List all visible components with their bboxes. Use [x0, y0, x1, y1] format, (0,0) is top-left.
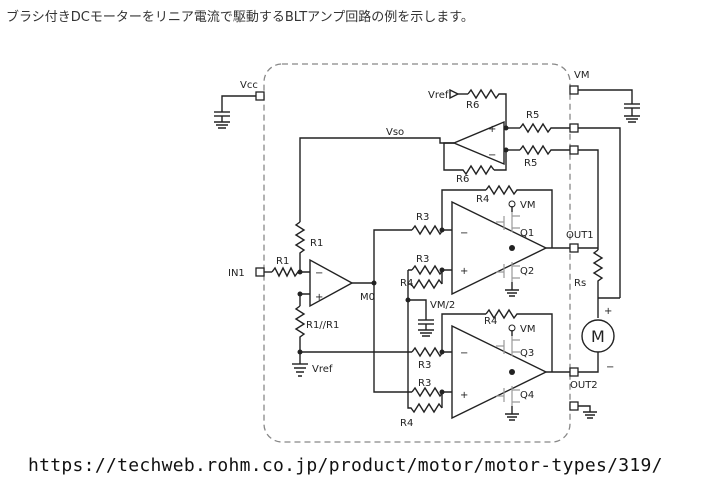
r1-top-resistor: [294, 221, 306, 272]
r5-bottom-label: R5: [524, 158, 537, 169]
r1r1-resistor: [294, 305, 306, 352]
out1-label: OUT1: [566, 230, 594, 241]
vso-label: Vso: [386, 127, 404, 138]
r1-top-label: R1: [310, 238, 323, 249]
r3-b-label: R3: [416, 254, 429, 265]
vso-opamp-plus: +: [488, 124, 496, 135]
vso-opamp-minus: −: [488, 150, 496, 161]
r6-bottom-resistor: [443, 142, 495, 176]
vm-pin-label: VM: [574, 70, 589, 81]
ic-boundary: [263, 63, 571, 443]
r5-top-resistor: [519, 122, 570, 134]
r6-bottom-label: R6: [456, 174, 469, 185]
r3-d-label: R3: [418, 378, 431, 389]
vm-q3-node: [508, 324, 516, 332]
r4-c-resistor: [485, 308, 553, 372]
in1-label: IN1: [228, 268, 245, 279]
r4-c-label: R4: [484, 316, 497, 327]
vcc-pin: [255, 91, 265, 101]
vm2-label: VM/2: [430, 300, 455, 311]
q3-label: Q3: [520, 348, 534, 359]
r1-input-resistor: [271, 266, 310, 278]
r4-b-label: R4: [400, 278, 413, 289]
q3-transistor: [496, 336, 520, 356]
motor-label: M: [591, 327, 605, 346]
motor-minus-label: −: [606, 362, 614, 373]
vm-q1-node: [508, 200, 516, 208]
out2-opamp: [451, 324, 548, 420]
r3-a-resistor: [411, 224, 452, 236]
r6-top-label: R6: [466, 100, 479, 111]
description-caption: ブラシ付きDCモーターをリニア電流で駆動するBLTアンプ回路の例を示します。: [6, 10, 474, 25]
vref-bottom-arrow: [292, 363, 308, 377]
q4-label: Q4: [520, 390, 534, 401]
q2-transistor: [496, 262, 520, 282]
vm-capacitor-ground: [624, 103, 640, 123]
r6-top-resistor: [467, 88, 507, 128]
r4-d-label: R4: [400, 418, 413, 429]
q4-transistor: [496, 386, 520, 406]
r3-a-label: R3: [416, 212, 429, 223]
r3-c-resistor: [411, 346, 452, 358]
out1-pin: [569, 243, 579, 253]
vref-top-arrow: [449, 88, 460, 100]
r4-d-resistor: [407, 300, 443, 414]
r4-b-resistor: [408, 278, 443, 290]
out2-pin: [569, 367, 579, 377]
in1-pin: [255, 267, 265, 277]
r5-bottom-resistor: [519, 144, 570, 156]
vm-q1-label: VM: [520, 200, 535, 211]
m0-label: M0: [360, 292, 375, 303]
m0-opamp: [309, 258, 354, 308]
q1-label: Q1: [520, 228, 534, 239]
vm-q3-label: VM: [520, 324, 535, 335]
vcc-label: Vcc: [240, 80, 258, 91]
vref-top-label: Vref: [428, 90, 449, 101]
out2-opamp-plus: +: [460, 390, 468, 401]
r1r1-label: R1//R1: [306, 320, 339, 331]
r3-d-resistor: [411, 386, 452, 398]
vm2-ground-capacitor: [418, 319, 434, 337]
r4-top-label: R4: [476, 194, 489, 205]
gnd-pin: [569, 401, 579, 411]
rs-label: Rs: [574, 278, 586, 289]
out2-opamp-minus: −: [460, 348, 468, 359]
vcc-capacitor-ground: [214, 111, 230, 129]
r3-c-label: R3: [418, 360, 431, 371]
out1-opamp-minus: −: [460, 228, 468, 239]
m0-opamp-minus: −: [315, 268, 323, 279]
out1-opamp: [451, 200, 548, 296]
vso-opamp: [452, 120, 505, 166]
out2-label: OUT2: [570, 380, 598, 391]
vm-pin: [569, 85, 579, 95]
q1-transistor: [496, 212, 520, 232]
r1-input-label: R1: [276, 256, 289, 267]
out1-opamp-plus: +: [460, 266, 468, 277]
m0-opamp-plus: +: [315, 292, 323, 303]
r4-top-resistor: [485, 184, 553, 248]
r5-top-label: R5: [526, 110, 539, 121]
rs-resistor: [592, 249, 604, 298]
q2-label: Q2: [520, 266, 534, 277]
vref-bottom-label: Vref: [312, 364, 333, 375]
vso-out-pin-1: [569, 123, 579, 133]
r3-b-resistor: [411, 264, 452, 276]
vso-out-pin-2: [569, 145, 579, 155]
motor-plus-label: +: [604, 306, 612, 317]
source-url: https://techweb.rohm.co.jp/product/motor…: [28, 455, 663, 476]
